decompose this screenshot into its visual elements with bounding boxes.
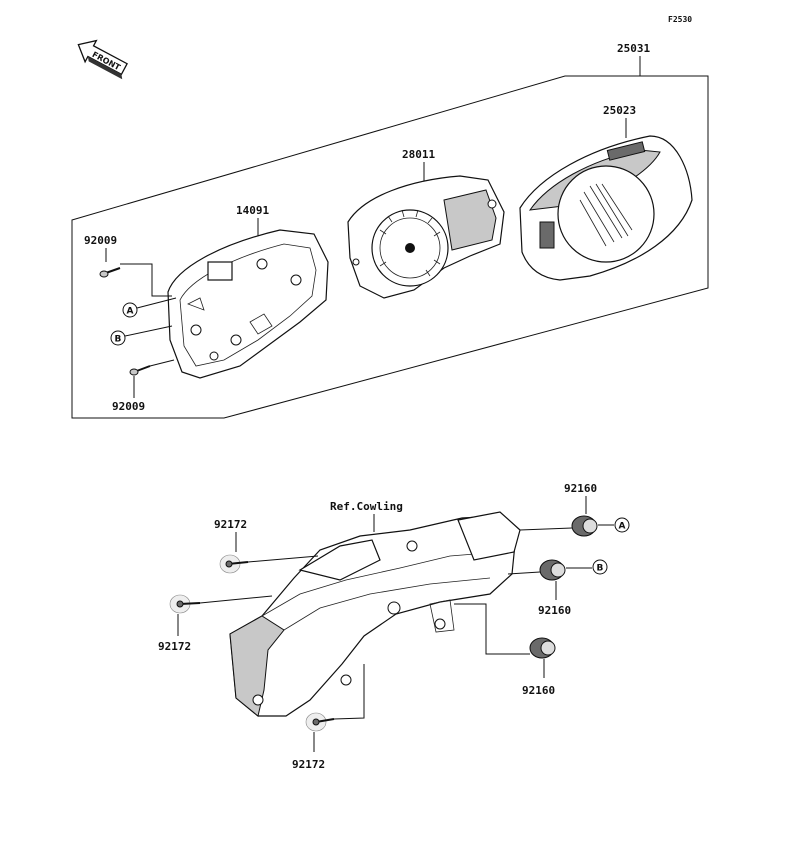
side-switch: [539, 221, 555, 249]
marker-a-upper: [122, 302, 138, 318]
grommet-92160-b: [539, 559, 566, 581]
meter-cover-part: [519, 135, 693, 281]
bracket-upper-tab: [457, 511, 521, 561]
label-28011: 28011: [402, 148, 435, 161]
meter-case-part: [167, 229, 329, 379]
meter-unit-part: [347, 175, 505, 299]
label-92160-b: 92160: [538, 604, 571, 617]
indicator-lamps: [606, 141, 646, 161]
marker-a-upper-label: A: [127, 307, 134, 317]
grommet-92160-a: [571, 515, 598, 537]
front-arrow-icon: FRONT: [77, 39, 128, 80]
bracket-side-face: [229, 615, 285, 717]
label-92172-mid: 92172: [158, 640, 191, 653]
label-25023: 25023: [603, 104, 636, 117]
assembly-outline: [71, 75, 709, 419]
marker-b-upper: [110, 330, 126, 346]
marker-b-lower-label: B: [597, 564, 604, 574]
marker-b-lower: [592, 559, 608, 575]
screw-92009-top: [99, 267, 121, 278]
meter-lens: [557, 165, 655, 263]
screw-92172-mid: [169, 594, 201, 614]
label-92009-bottom: 92009: [112, 400, 145, 413]
meter-bracket-part: [229, 511, 521, 717]
lcd-panel: [443, 189, 497, 251]
screw-92009-bottom: [129, 365, 151, 376]
marker-a-lower: [614, 517, 630, 533]
grommet-92160-c: [529, 637, 556, 659]
figure-code: F2530: [668, 15, 692, 24]
label-92172-top: 92172: [214, 518, 247, 531]
label-14091: 14091: [236, 204, 269, 217]
tachometer-ticks: [379, 209, 441, 277]
leader-92009-top-path: [120, 263, 172, 297]
reference-cowling-label: Ref.Cowling: [330, 500, 403, 513]
screw-92172-top: [219, 554, 249, 574]
label-92160-a: 92160: [564, 482, 597, 495]
label-92172-bottom: 92172: [292, 758, 325, 771]
label-25031: 25031: [617, 42, 650, 55]
screw-92172-bottom: [305, 712, 335, 732]
marker-b-upper-label: B: [115, 335, 122, 345]
label-92160-c: 92160: [522, 684, 555, 697]
label-92009-top: 92009: [84, 234, 117, 247]
needle-hub: [405, 243, 415, 253]
marker-a-lower-label: A: [619, 522, 626, 532]
